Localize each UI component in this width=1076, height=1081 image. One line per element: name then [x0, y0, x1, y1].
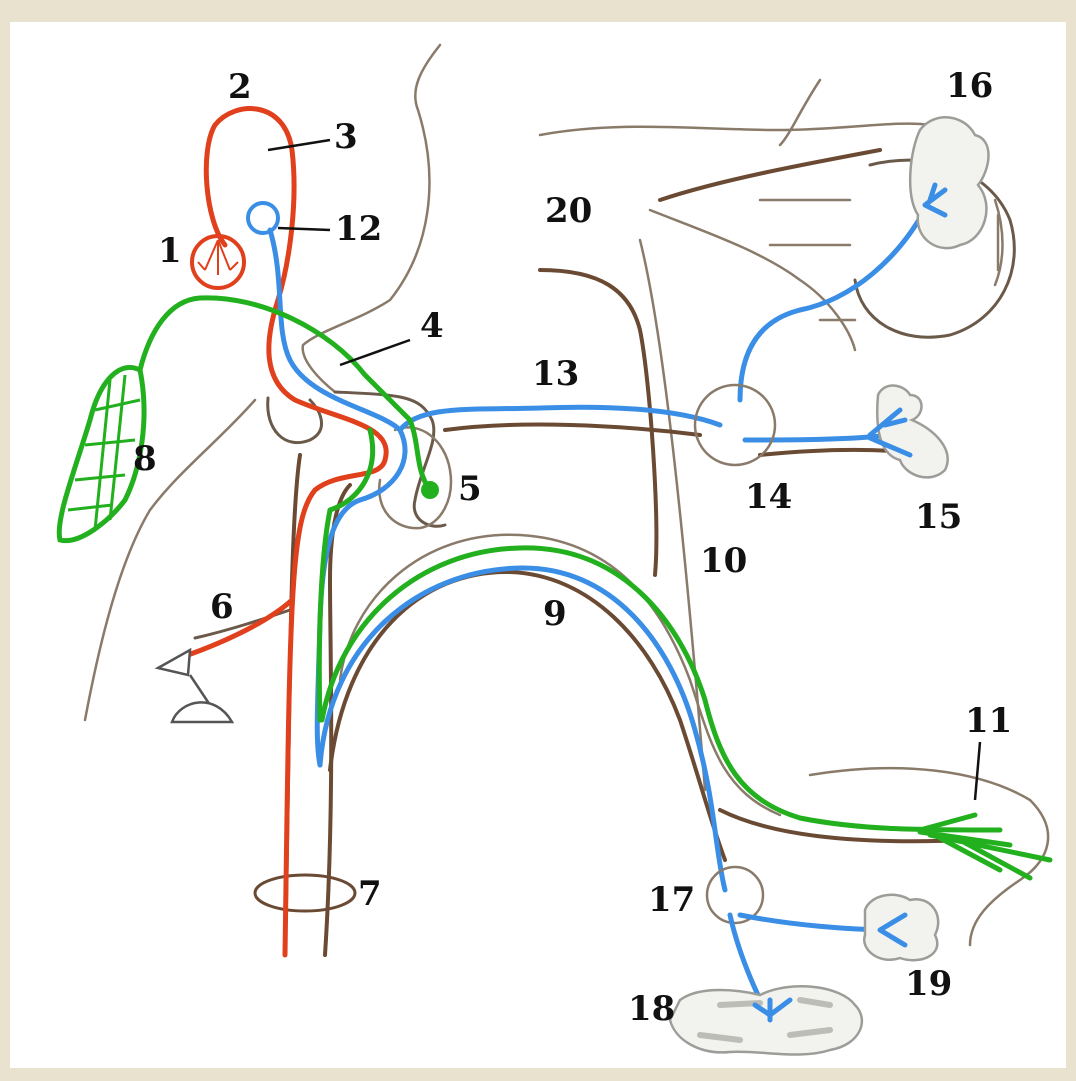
label-8: 8: [133, 439, 157, 479]
label-5: 5: [458, 469, 482, 509]
ring-7: [255, 875, 355, 911]
leader-3: [268, 140, 330, 150]
label-4: 4: [420, 306, 444, 346]
receptor-cone: [158, 650, 190, 675]
label-6: 6: [210, 587, 234, 627]
gland-16: [910, 117, 988, 248]
anatomy-outlines: [85, 45, 1048, 955]
upper-lines-2: [650, 210, 855, 350]
gland-19: [864, 895, 938, 960]
label-20: 20: [545, 191, 592, 231]
leader-4: [340, 340, 410, 365]
label-16: 16: [946, 66, 993, 106]
label-17: 17: [648, 880, 695, 920]
label-2: 2: [228, 67, 252, 107]
nerve-14-edge: [760, 450, 905, 455]
red-branch-6: [188, 600, 292, 655]
nucleus-1-fibers: [198, 240, 238, 275]
upper-brown-1: [660, 150, 880, 200]
ganglion-17: [707, 867, 763, 923]
line-10: [640, 240, 705, 790]
blue-pathway: [248, 200, 930, 1020]
label-3: 3: [334, 117, 358, 157]
ganglion-5-dot: [421, 481, 439, 499]
leader-11: [975, 742, 980, 800]
label-19: 19: [905, 964, 952, 1004]
upper-lines: [540, 124, 930, 135]
gland-15: [877, 386, 947, 478]
diagonal-upper: [780, 80, 820, 145]
label-15: 15: [915, 497, 962, 537]
label-13: 13: [532, 354, 579, 394]
number-labels: 1 2 3 4 5 6 7 8 9 10 11 12 13 14 15 16 1…: [133, 66, 1012, 1029]
green-arc-9: [322, 548, 1000, 830]
blue-to-eye: [740, 200, 930, 400]
label-11: 11: [965, 701, 1012, 741]
leader-12: [278, 228, 330, 230]
label-12: 12: [335, 209, 382, 249]
pterygoid-line: [540, 270, 656, 575]
label-7: 7: [358, 874, 382, 914]
receptor-base: [172, 702, 232, 722]
label-10: 10: [700, 541, 747, 581]
receptor-stalk: [190, 675, 210, 705]
gland-18: [670, 986, 862, 1054]
label-1: 1: [158, 231, 182, 271]
label-18: 18: [628, 989, 675, 1029]
label-9: 9: [543, 594, 567, 634]
ganglion-14: [695, 385, 775, 465]
label-14: 14: [745, 477, 792, 517]
glands: [670, 117, 989, 1054]
receptor-6: [158, 650, 232, 722]
upper-lines-3: [760, 200, 855, 320]
nerve-13-edge: [445, 425, 700, 435]
nucleus-12: [248, 203, 278, 233]
green-terminals-11: [920, 815, 1050, 878]
